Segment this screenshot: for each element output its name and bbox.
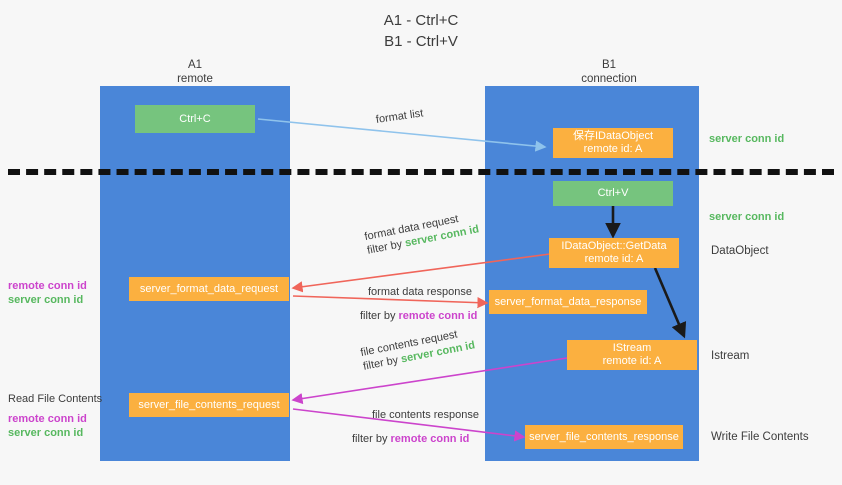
- box-istream-line2: remote id: A: [602, 355, 662, 367]
- box-server-file-contents-request-label: server_file_contents_request: [138, 398, 280, 411]
- lane-header-a1-sub: remote: [177, 73, 213, 85]
- note-write-file-contents: Write File Contents: [711, 431, 809, 443]
- note-left-mid-server: server conn id: [8, 294, 84, 306]
- note-dataobject: DataObject: [711, 245, 769, 257]
- box-server-format-data-response[interactable]: server_format_data_response: [489, 290, 647, 314]
- box-getdata-line2: remote id: A: [584, 253, 644, 265]
- box-ctrl-c-label: Ctrl+C: [179, 112, 211, 125]
- lane-header-a1-name: A1: [187, 59, 203, 71]
- lane-header-b1-name: B1: [601, 59, 617, 71]
- edge-label-format-data-response: format data response filter by remote co…: [360, 285, 477, 323]
- lane-header-b1: B1 connection: [529, 58, 689, 86]
- box-server-format-data-request[interactable]: server_format_data_request: [129, 277, 289, 301]
- diagram-title: A1 - Ctrl+C B1 - Ctrl+V: [0, 10, 842, 52]
- note-left-bot-conn-ids: remote conn id server conn id: [8, 412, 87, 440]
- edge-label-file-contents-response-filter-key: remote conn id: [390, 433, 470, 445]
- edge-label-file-contents-response-main: file contents response: [372, 409, 480, 421]
- box-server-file-contents-response[interactable]: server_file_contents_response: [525, 425, 683, 449]
- box-server-format-data-response-label: server_format_data_response: [494, 295, 642, 308]
- box-istream[interactable]: IStream remote id: A: [567, 340, 697, 370]
- title-line-1: A1 - Ctrl+C: [383, 12, 459, 29]
- box-idataobject-getdata[interactable]: IDataObject::GetData remote id: A: [549, 238, 679, 268]
- note-left-bot-server: server conn id: [8, 427, 84, 439]
- box-save-idataobject-line2: remote id: A: [583, 143, 643, 155]
- note-read-file-contents: Read File Contents: [8, 393, 103, 405]
- note-left-mid-remote: remote conn id: [8, 280, 87, 292]
- box-istream-line1: IStream: [612, 342, 652, 354]
- box-ctrl-v-label: Ctrl+V: [597, 187, 629, 199]
- edge-label-format-data-response-main: format data response: [368, 286, 472, 298]
- lane-header-b1-sub: connection: [581, 73, 637, 85]
- note-server-conn-id-mid: server conn id: [709, 211, 785, 223]
- box-server-file-contents-request[interactable]: server_file_contents_request: [129, 393, 289, 417]
- edge-label-file-contents-response-filter-prefix: filter by: [352, 433, 391, 445]
- box-server-format-data-request-label: server_format_data_request: [139, 282, 279, 295]
- edge-label-format-data-request: format data request filter by server con…: [363, 209, 481, 258]
- note-istream: Istream: [711, 350, 750, 362]
- edge-label-file-contents-request: file contents request filter by server c…: [359, 325, 477, 374]
- note-left-bot-remote: remote conn id: [8, 413, 87, 425]
- edge-label-file-contents-response: file contents response filter by remote …: [352, 408, 479, 446]
- note-left-mid-conn-ids: remote conn id server conn id: [8, 279, 87, 307]
- note-server-conn-id-top: server conn id: [709, 133, 785, 145]
- edge-label-format-data-response-filter-key: remote conn id: [398, 310, 478, 322]
- edge-label-format-list: format list: [375, 107, 425, 126]
- box-save-idataobject[interactable]: 保存IDataObject remote id: A: [553, 128, 673, 158]
- box-ctrl-v[interactable]: Ctrl+V: [553, 181, 673, 206]
- title-line-2: B1 - Ctrl+V: [384, 33, 458, 50]
- box-getdata-line1: IDataObject::GetData: [561, 240, 667, 252]
- lane-header-a1: A1 remote: [115, 58, 275, 86]
- edge-label-format-data-response-filter-prefix: filter by: [360, 310, 399, 322]
- box-server-file-contents-response-label: server_file_contents_response: [529, 430, 679, 443]
- box-ctrl-c[interactable]: Ctrl+C: [135, 105, 255, 133]
- phase-divider: [8, 169, 834, 175]
- box-save-idataobject-line1: 保存IDataObject: [572, 130, 654, 142]
